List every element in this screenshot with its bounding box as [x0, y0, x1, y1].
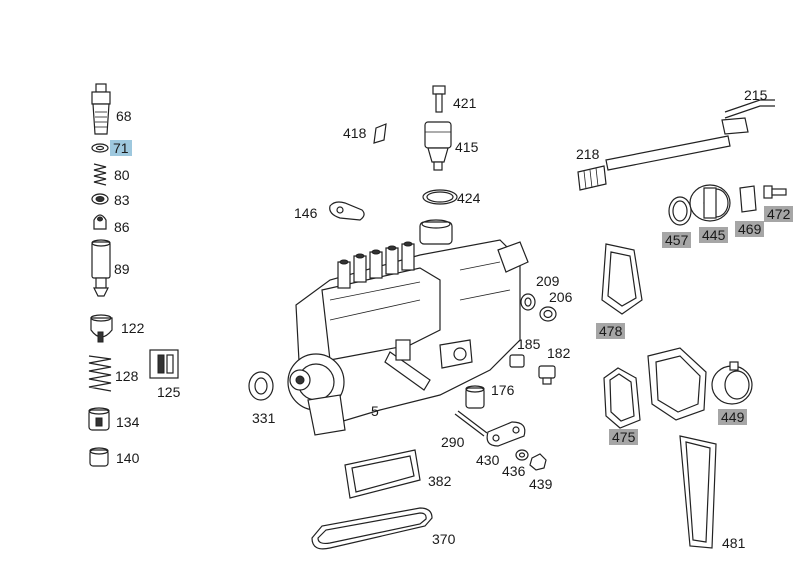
part-number-5: 5: [371, 403, 379, 419]
part-number-122: 122: [121, 320, 145, 336]
part-cover-housing: [647, 347, 707, 421]
part-number-68: 68: [116, 108, 132, 124]
part-number-146: 146: [294, 205, 318, 221]
part-182-plug: [538, 365, 556, 385]
part-number-424: 424: [457, 190, 481, 206]
part-number-478: 478: [596, 323, 626, 339]
part-number-436: 436: [502, 463, 526, 479]
part-481-gasket: [679, 435, 717, 549]
part-209-ring: [520, 293, 536, 311]
part-number-185: 185: [517, 336, 541, 352]
part-146-gasket: [329, 201, 365, 221]
part-68-valve-holder: [91, 83, 111, 135]
part-number-382: 382: [428, 473, 452, 489]
part-number-80: 80: [114, 167, 130, 183]
part-382-gasket: [344, 449, 421, 499]
part-185-plug: [509, 354, 525, 368]
part-430-gasket: [486, 421, 526, 447]
part-number-86: 86: [114, 219, 130, 235]
part-number-176: 176: [491, 382, 515, 398]
part-number-430: 430: [476, 452, 500, 468]
part-436-washer: [515, 449, 529, 461]
part-number-182: 182: [547, 345, 571, 361]
part-122-sleeve: [90, 314, 113, 343]
part-475-gasket: [603, 367, 641, 429]
part-number-445: 445: [699, 227, 729, 243]
part-number-370: 370: [432, 531, 456, 547]
part-number-125: 125: [157, 384, 181, 400]
part-331-seal: [248, 371, 274, 401]
part-number-415: 415: [455, 139, 479, 155]
part-206-plug: [539, 306, 557, 322]
part-218-shaft: [577, 135, 731, 191]
part-370-gasket: [311, 507, 433, 550]
part-439-nut: [529, 453, 547, 471]
part-number-457: 457: [662, 232, 692, 248]
part-128-spring: [88, 355, 112, 392]
part-number-290: 290: [441, 434, 465, 450]
part-number-206: 206: [549, 289, 573, 305]
part-449-actuator: [711, 361, 753, 405]
part-472-screw: [763, 185, 787, 199]
part-421-bolt: [432, 85, 446, 113]
part-478-gasket: [601, 243, 643, 315]
part-number-71: 71: [110, 140, 132, 156]
part-176-fitting: [465, 385, 485, 409]
part-83-seat: [91, 193, 109, 205]
part-140-cap: [89, 447, 109, 467]
part-89-element: [91, 239, 111, 297]
part-number-215: 215: [744, 87, 768, 103]
part-number-140: 140: [116, 450, 140, 466]
part-80-spring: [93, 163, 107, 186]
part-418-clip: [373, 123, 387, 144]
part-5-injection-pump: [287, 219, 529, 436]
part-number-331: 331: [252, 410, 276, 426]
part-number-134: 134: [116, 414, 140, 430]
part-number-439: 439: [529, 476, 553, 492]
part-71-washer: [91, 143, 109, 153]
part-86-valve: [93, 214, 107, 230]
part-number-449: 449: [718, 409, 748, 425]
part-469-clip: [739, 185, 757, 213]
part-457-o-ring: [668, 196, 692, 226]
part-134-collar: [88, 407, 110, 431]
part-number-209: 209: [536, 273, 560, 289]
part-number-472: 472: [764, 206, 794, 222]
part-number-481: 481: [722, 535, 746, 551]
part-number-89: 89: [114, 261, 130, 277]
part-215-rod: [721, 99, 775, 135]
part-number-218: 218: [576, 146, 600, 162]
part-125-bracket: [149, 349, 179, 379]
part-number-469: 469: [735, 221, 765, 237]
part-number-83: 83: [114, 192, 130, 208]
part-290-stud: [454, 410, 488, 437]
part-415-filter: [424, 121, 452, 171]
part-number-418: 418: [343, 125, 367, 141]
part-number-475: 475: [609, 429, 639, 445]
part-424-seal-ring: [422, 189, 458, 205]
part-number-128: 128: [115, 368, 139, 384]
part-number-421: 421: [453, 95, 477, 111]
part-445-actuator: [689, 184, 731, 222]
